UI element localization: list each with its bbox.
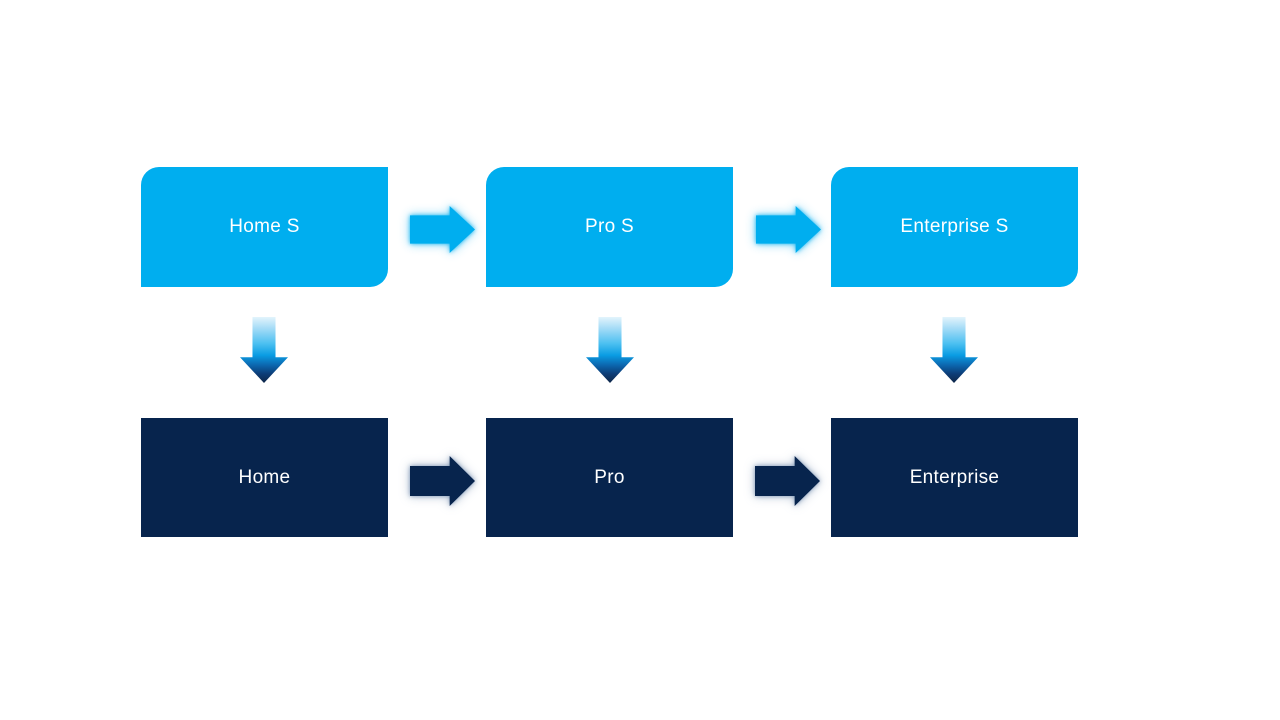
node-pro-label: Pro (594, 466, 625, 488)
node-home-s-label: Home S (229, 216, 300, 237)
right-arrow-icon (756, 206, 821, 253)
node-pro-s: Pro S (486, 167, 733, 287)
node-home-label: Home (238, 466, 291, 488)
node-enterprise: Enterprise (831, 418, 1078, 537)
node-home: Home (141, 418, 388, 537)
down-arrow-icon (240, 317, 288, 383)
node-pro: Pro (486, 418, 733, 537)
right-arrow-icon (410, 206, 475, 253)
node-enterprise-label: Enterprise (909, 466, 1000, 488)
node-enterprise-s-label: Enterprise S (900, 216, 1009, 237)
down-arrow-icon (586, 317, 634, 383)
node-home-s: Home S (141, 167, 388, 287)
right-arrow-icon (410, 456, 475, 506)
right-arrow-icon (755, 456, 820, 506)
node-pro-s-label: Pro S (584, 216, 635, 237)
down-arrow-icon (930, 317, 978, 383)
node-enterprise-s: Enterprise S (831, 167, 1078, 287)
